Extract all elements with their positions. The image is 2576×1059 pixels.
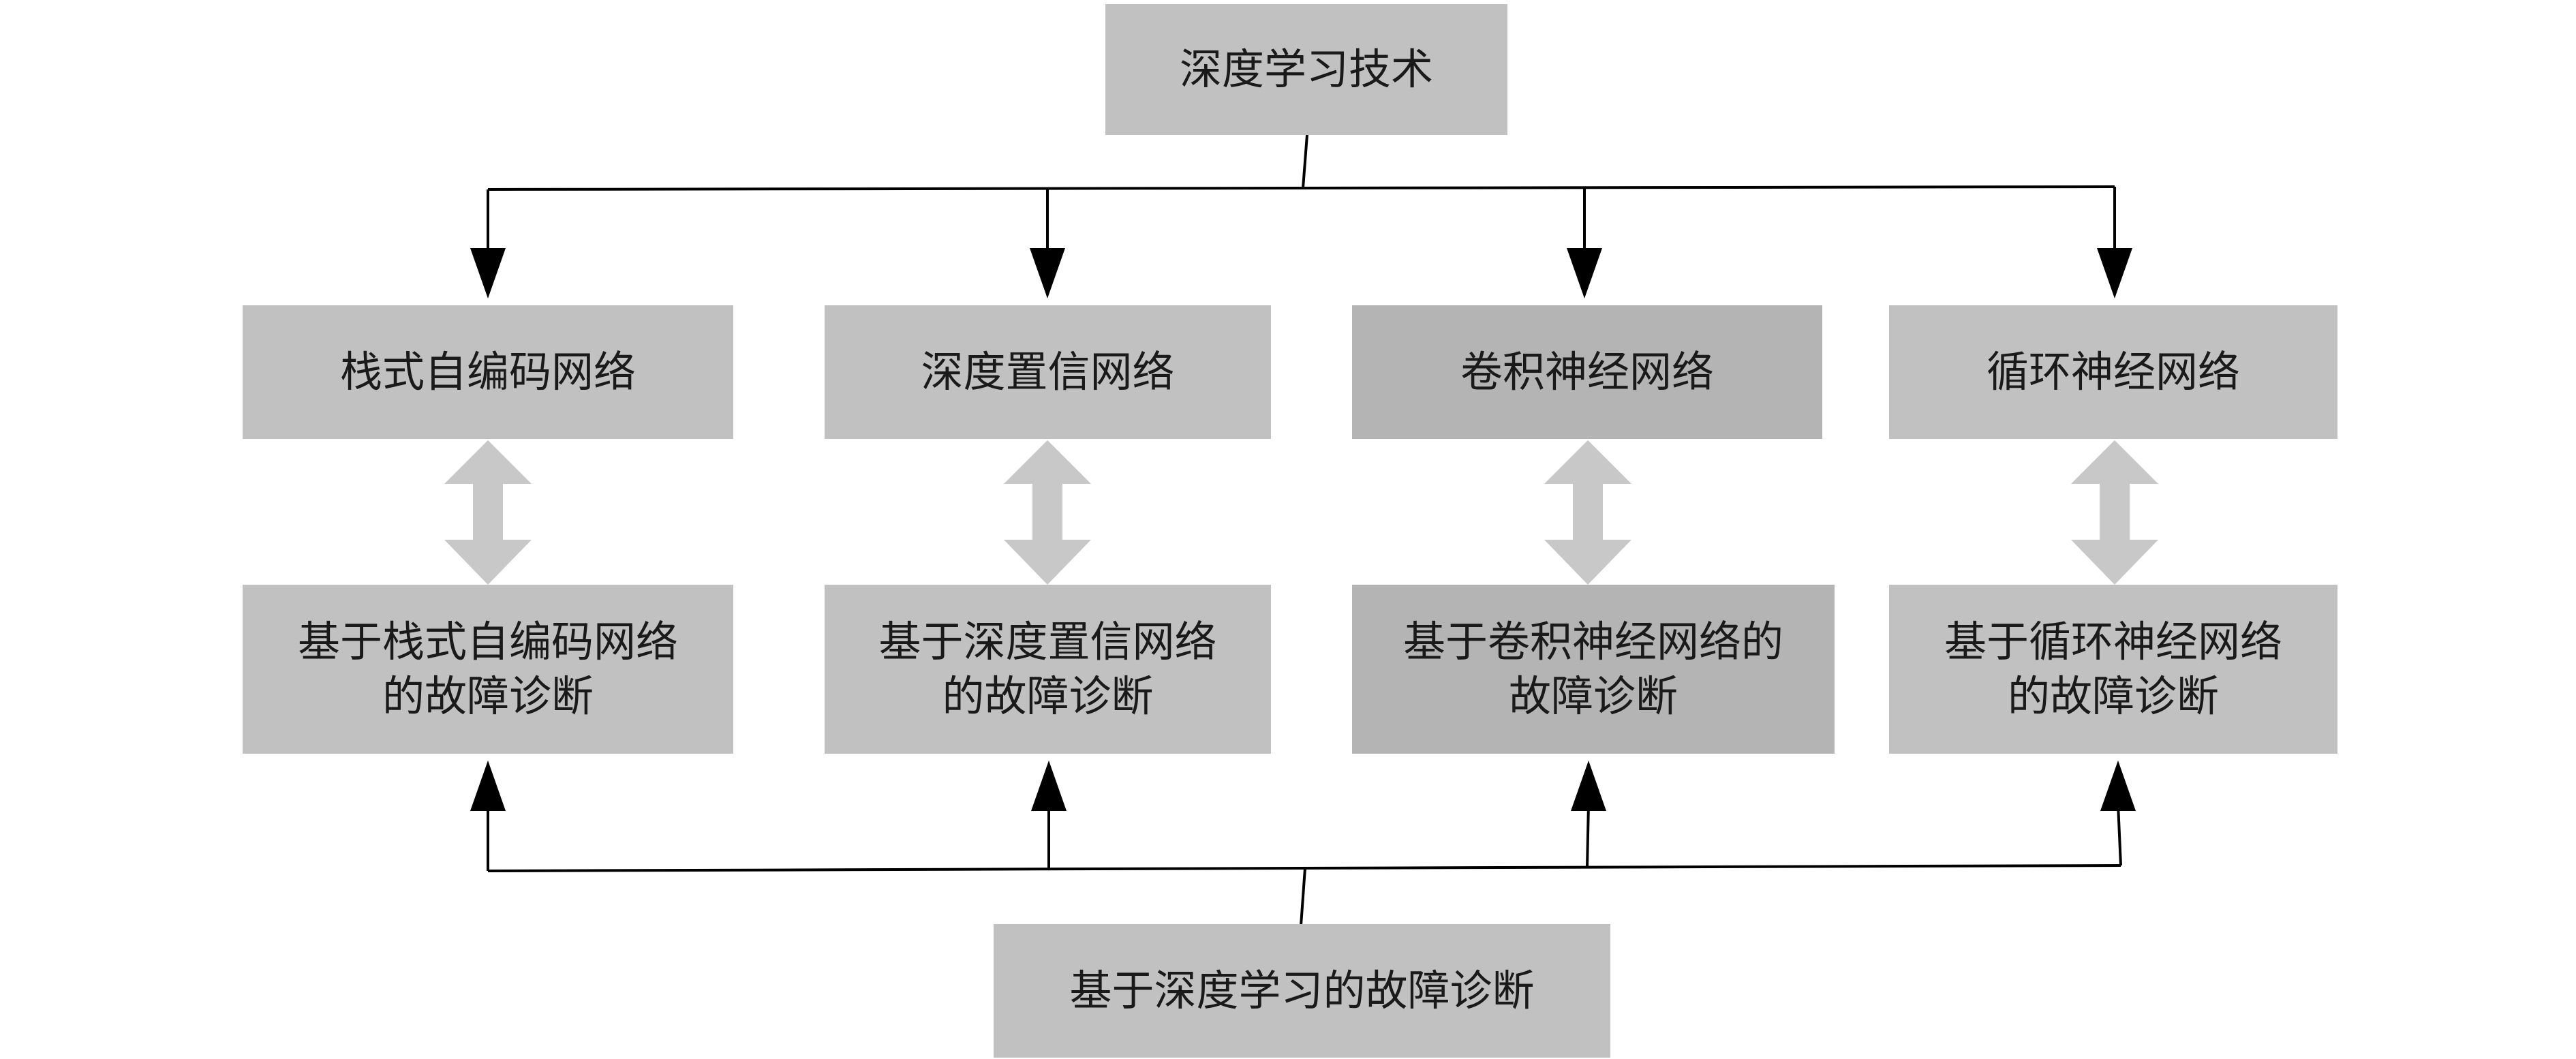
method-node-label: 循环神经网络 [1986,347,2240,397]
method-node-label: 卷积神经网络 [1460,347,1714,397]
arrowhead-down-3 [1567,248,1602,298]
arrowhead-up-3 [1571,761,1606,811]
arrowhead-down-4 [2097,248,2132,298]
method-node-rnn: 循环神经网络 [1889,305,2337,439]
method-node-cnn: 卷积神经网络 [1352,305,1822,439]
diagnosis-node-label: 基于循环神经网络 的故障诊断 [1944,617,2282,721]
diagnosis-node-label: 基于栈式自编码网络 的故障诊断 [297,617,678,721]
diagnosis-node-sae: 基于栈式自编码网络 的故障诊断 [243,585,733,754]
top-arrowheads [470,248,2132,298]
root-node-deep-learning: 深度学习技术 [1105,4,1507,135]
double-arrow-2 [1004,440,1091,585]
method-node-label: 栈式自编码网络 [339,347,636,397]
double-arrow-4 [2071,440,2158,585]
bottom-arrowheads [470,761,2136,811]
arrowhead-up-4 [2100,761,2136,811]
arrowhead-down-1 [470,248,506,298]
arrowhead-up-1 [470,761,506,811]
double-arrow-1 [444,440,532,585]
diagnosis-node-rnn: 基于循环神经网络 的故障诊断 [1889,585,2337,754]
arrowhead-up-2 [1031,761,1067,811]
double-arrow-3 [1544,440,1631,585]
bottom-node-deep-learning-diagnosis: 基于深度学习的故障诊断 [994,924,1610,1058]
top-connector [487,134,2116,254]
double-arrows [444,440,2158,585]
method-node-dbn: 深度置信网络 [825,305,1271,439]
root-node-label: 深度学习技术 [1179,44,1433,94]
method-node-label: 深度置信网络 [921,347,1175,397]
arrowhead-down-2 [1030,248,1065,298]
bottom-node-label: 基于深度学习的故障诊断 [1069,966,1535,1015]
diagnosis-node-cnn: 基于卷积神经网络的 故障诊断 [1352,585,1835,754]
diagnosis-node-label: 基于深度置信网络 的故障诊断 [878,617,1217,721]
method-node-sae: 栈式自编码网络 [243,305,733,439]
diagnosis-node-dbn: 基于深度置信网络 的故障诊断 [825,585,1271,754]
diagnosis-node-label: 基于卷积神经网络的 故障诊断 [1402,617,1783,721]
bottom-connector [487,803,2122,926]
